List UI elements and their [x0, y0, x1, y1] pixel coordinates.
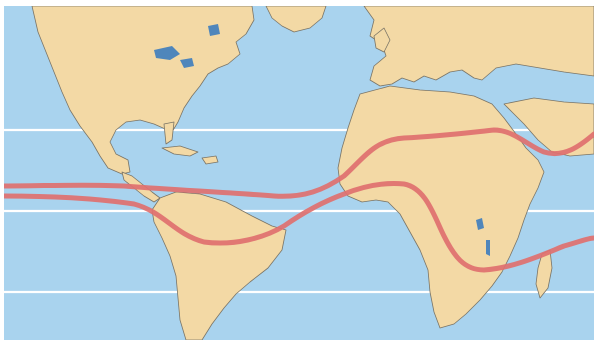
europe — [363, 6, 594, 87]
greenland — [265, 6, 327, 33]
hudson-bay-inlet — [208, 24, 220, 36]
south-america — [151, 191, 287, 340]
world-map — [4, 6, 594, 340]
florida — [163, 121, 175, 145]
northern-limit-band — [4, 127, 594, 199]
caribbean-islands — [161, 145, 219, 165]
british-isles — [373, 27, 391, 53]
north-america — [31, 6, 255, 175]
arabia — [503, 97, 594, 157]
african-lakes — [476, 218, 490, 256]
southern-limit-band — [4, 181, 594, 273]
great-lakes — [154, 46, 194, 68]
